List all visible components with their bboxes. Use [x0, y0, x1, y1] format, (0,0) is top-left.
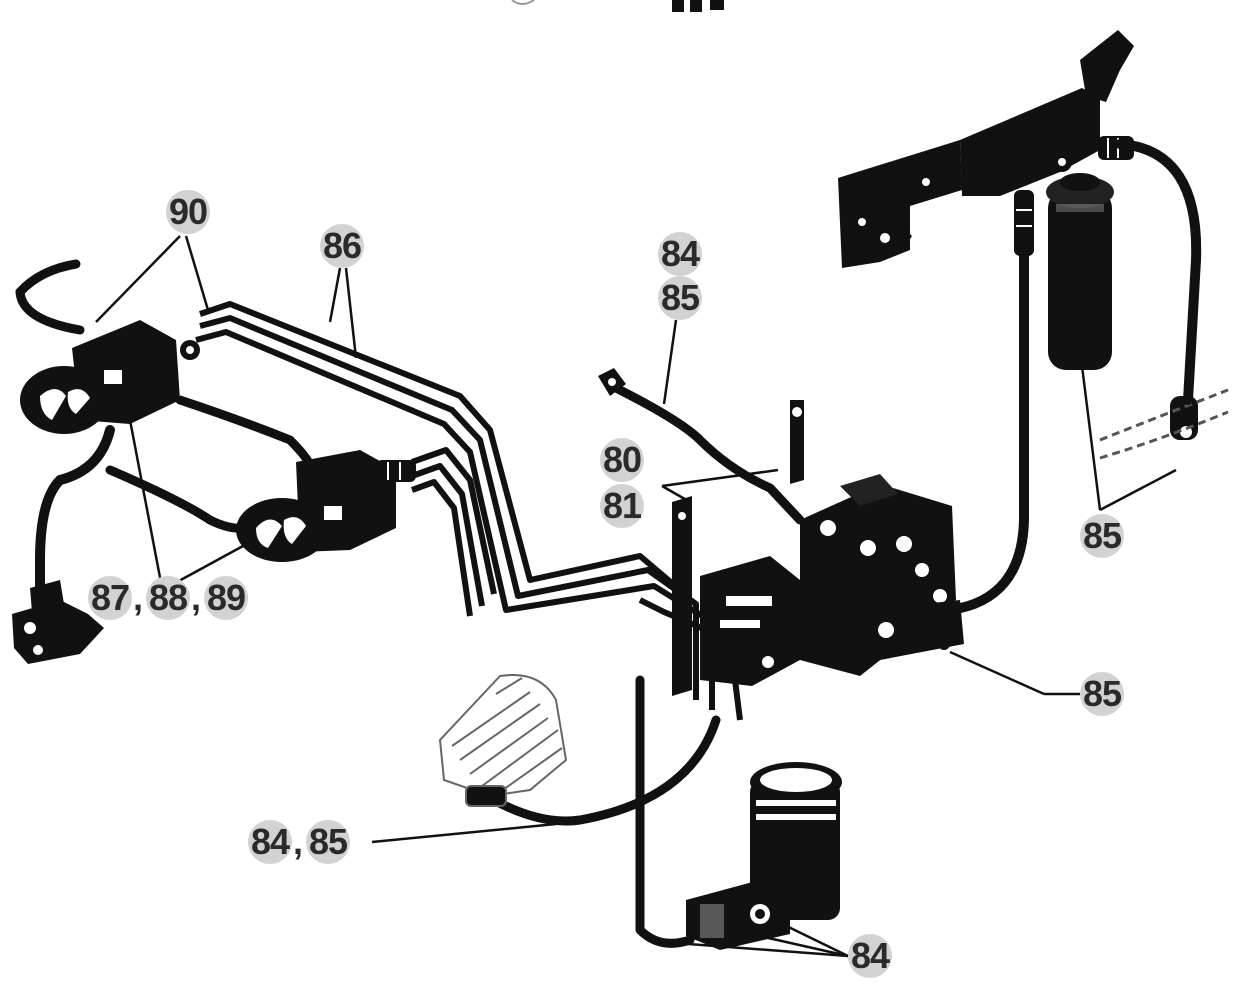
callout-84-85-bottom: 84,85 [248, 820, 351, 864]
part-number-85-top: 85 [658, 276, 702, 320]
callout-84-top: 84 [658, 232, 702, 276]
ghost-hose [1099, 388, 1229, 460]
callout-85-lower-right: 85 [1080, 672, 1124, 716]
callout-90: 90 [166, 190, 210, 234]
part-number-80: 80 [600, 438, 644, 482]
leader-lines [95, 235, 1177, 958]
separator-comma: , [133, 577, 144, 618]
valve-left [20, 320, 200, 434]
part-number-85-right: 85 [1080, 514, 1124, 558]
hatched-component [438, 674, 568, 807]
elbow-fitting [686, 762, 842, 950]
part-number-89: 89 [204, 576, 249, 620]
part-number-90: 90 [166, 190, 210, 234]
part-number-87: 87 [88, 576, 132, 620]
valve-middle [236, 450, 416, 562]
part-number-84-bottom: 84 [248, 820, 292, 864]
part-number-85-bottom: 85 [306, 820, 351, 864]
filter-canister [1046, 152, 1114, 370]
separator-comma: , [293, 821, 304, 862]
callout-86: 86 [320, 224, 364, 268]
part-number-86: 86 [320, 224, 364, 268]
part-number-84-top: 84 [658, 232, 702, 276]
top-fragment [511, 0, 724, 12]
callout-80: 80 [600, 438, 644, 482]
callout-81: 81 [600, 484, 644, 528]
control-valve-block [672, 400, 964, 696]
separator-comma: , [191, 577, 202, 618]
callout-85-right: 85 [1080, 514, 1124, 558]
callout-85-top: 85 [658, 276, 702, 320]
part-number-88: 88 [146, 576, 191, 620]
hose-end-fitting [598, 368, 626, 396]
part-number-81: 81 [600, 484, 644, 528]
part-number-84-elbow: 84 [848, 934, 892, 978]
part-number-85-lower-right: 85 [1080, 672, 1124, 716]
callout-87-88-89: 87,88,89 [88, 576, 249, 620]
hose-clamp [12, 580, 104, 664]
hoses [15, 139, 1202, 948]
callout-84-elbow: 84 [848, 934, 892, 978]
